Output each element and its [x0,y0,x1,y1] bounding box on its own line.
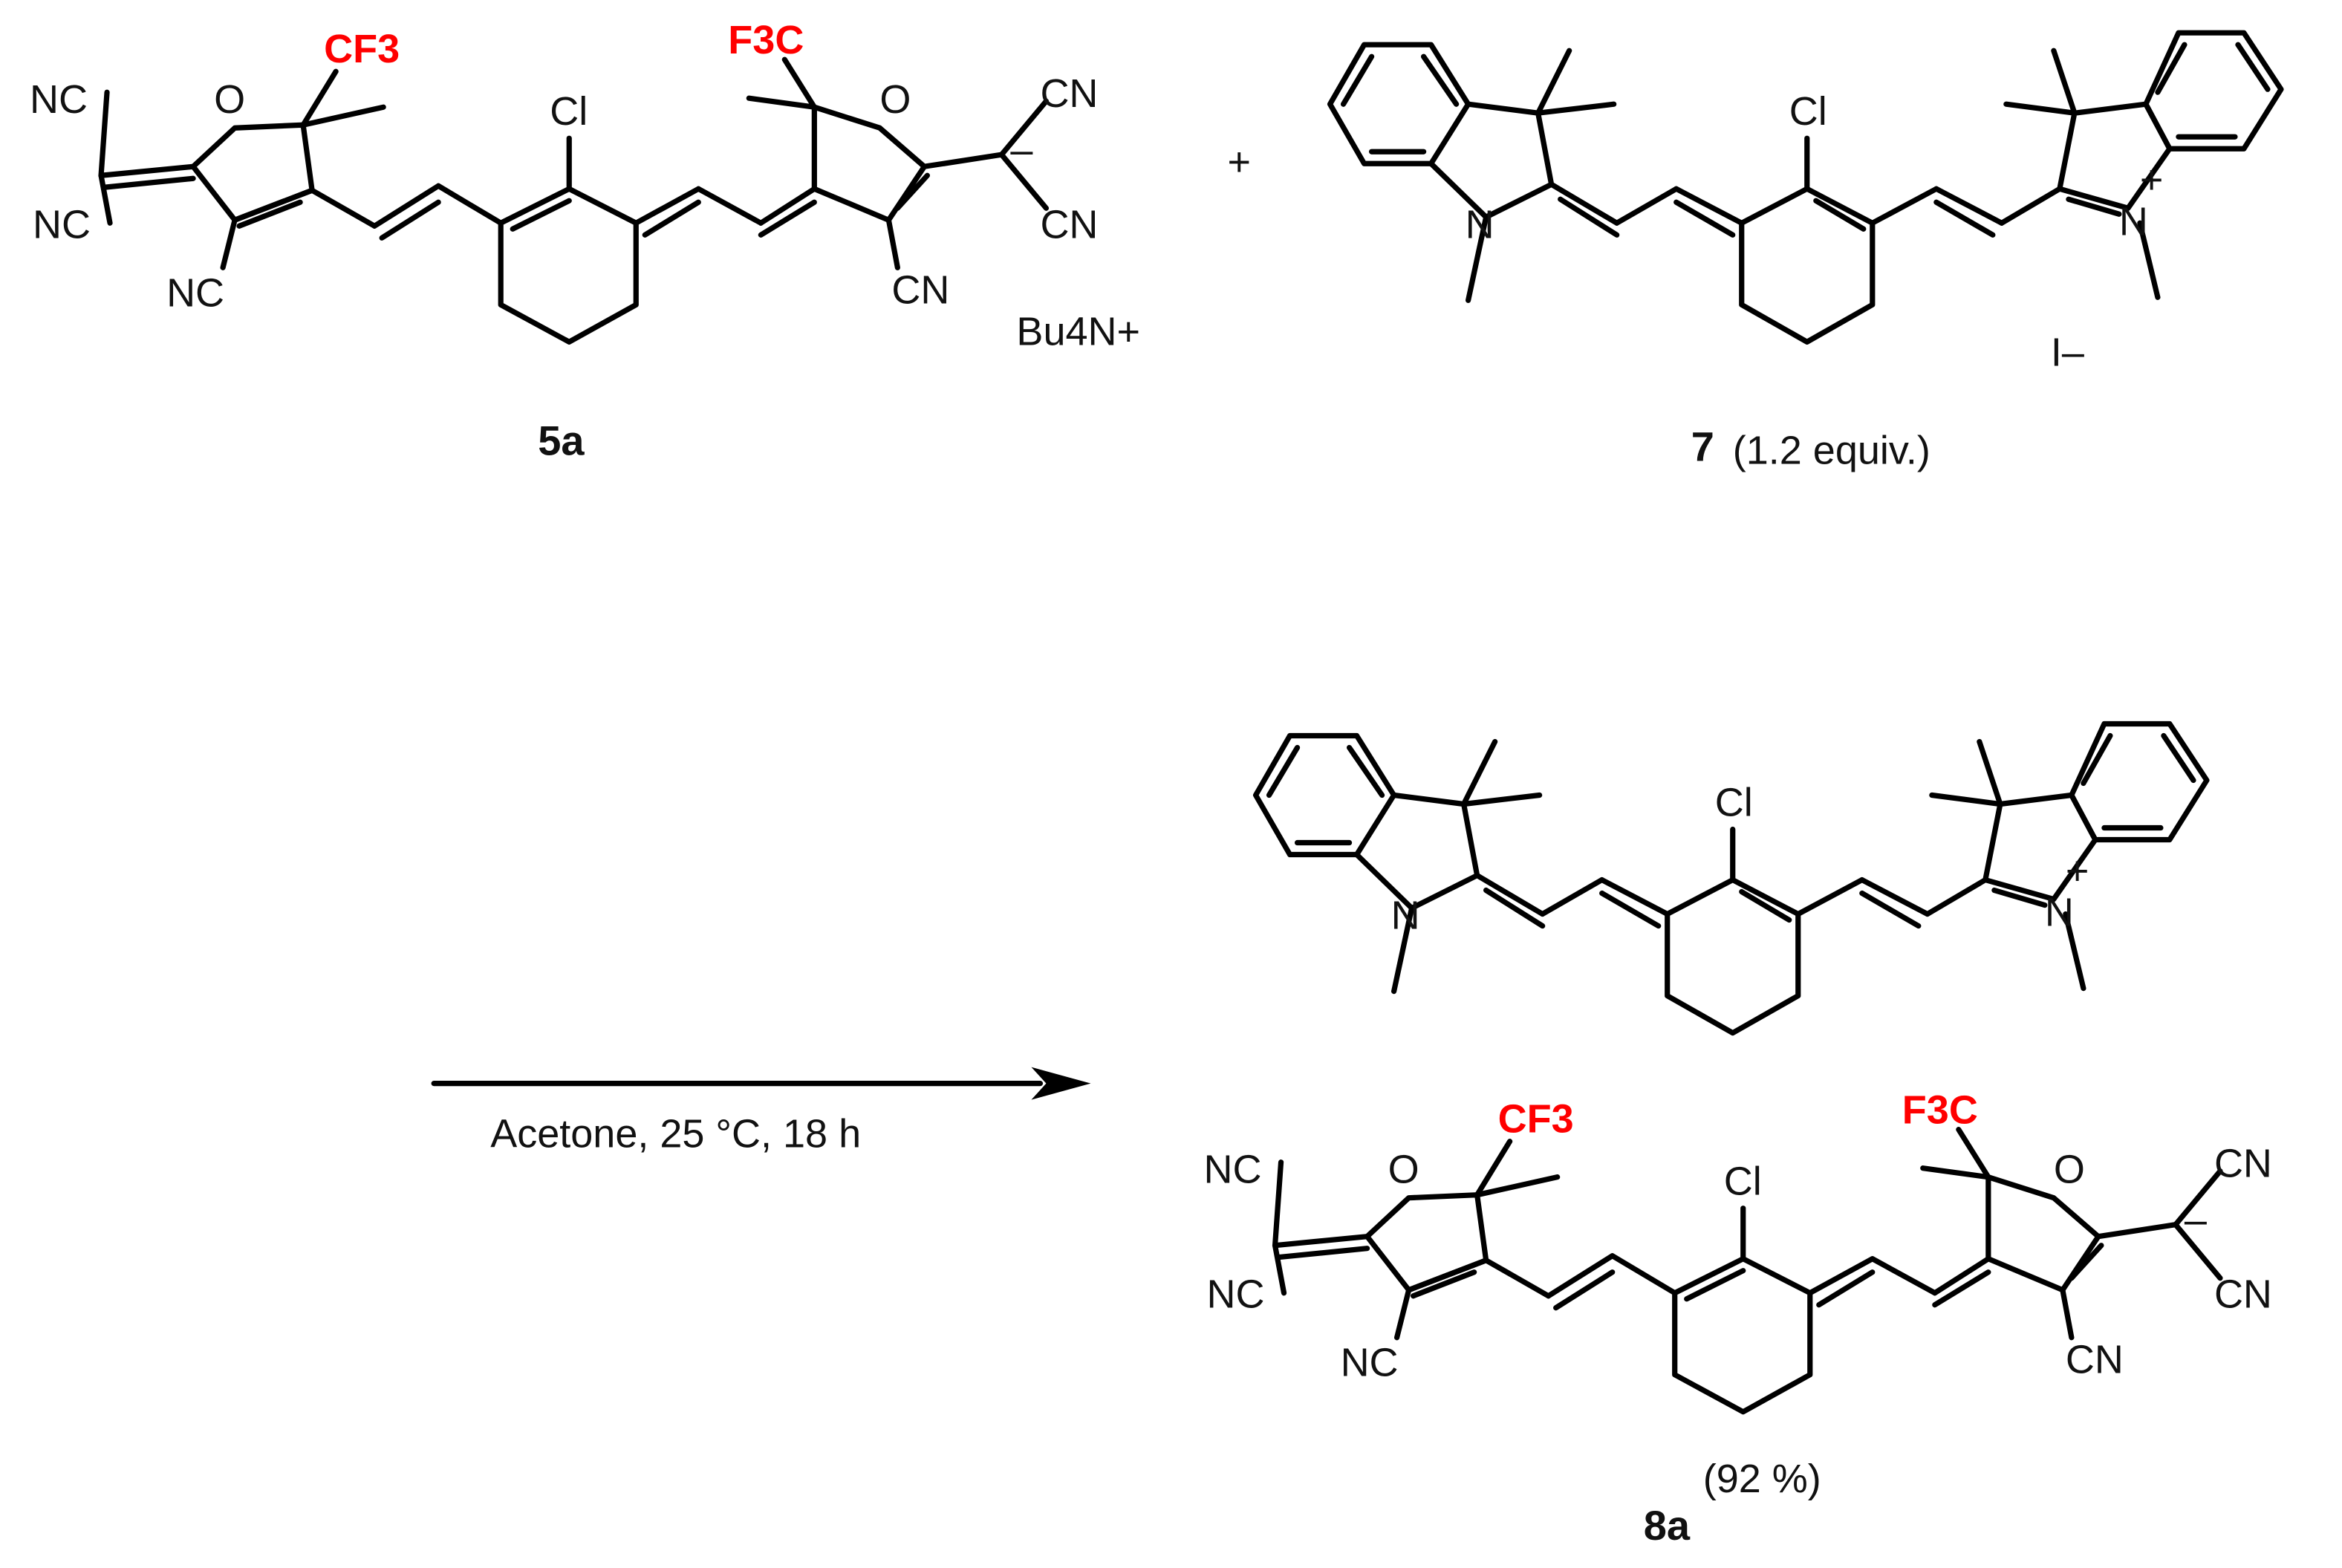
8a-anion-cl: Cl [1724,1159,1762,1204]
8a-cf3-right: F3C [1902,1088,1978,1133]
5a-o-left: O [214,77,245,122]
8a-nc3: NC [1341,1341,1399,1385]
8a-charge: – [2185,1198,2207,1243]
8a-n-left: N [1391,894,1420,938]
8a-cf3-left: CF3 [1498,1097,1574,1142]
5a-cn2: CN [1040,202,1098,247]
product-8a: N Cl N + NC NC NC O CF3 Cl F3C O CN – CN… [1204,723,2272,1549]
8a-cation-cl: Cl [1715,781,1753,825]
8a-anion: NC NC NC O CF3 Cl F3C O CN – CN CN [1204,1088,2272,1412]
8a-o-left: O [1388,1148,1419,1192]
reaction-arrow: Acetone, 25 °C, 18 h [431,1067,1091,1157]
compound-7: N Cl N + I– 7 (1.2 equiv.) [1330,33,2281,472]
7-label: 7 [1691,423,1714,469]
compound-5a: NC NC NC O CF3 Cl F3C O CN – CN CN Bu4N+… [30,18,1140,463]
5a-nc3: NC [166,270,224,315]
reaction-conditions: Acetone, 25 °C, 18 h [490,1112,861,1157]
8a-cn1: CN [2214,1142,2272,1186]
5a-cn1: CN [1040,71,1098,116]
5a-nc1: NC [30,77,88,122]
5a-o-right: O [879,77,911,122]
5a-cl: Cl [550,89,588,134]
8a-yield: (92 %) [1703,1457,1821,1501]
7-cl: Cl [1789,89,1827,134]
8a-cn3: CN [2066,1338,2124,1382]
5a-counterion: Bu4N+ [1016,309,1140,354]
5a-cf3-right: F3C [728,18,804,62]
5a-nc2: NC [33,202,91,247]
8a-o-right: O [2054,1148,2085,1192]
7-counterion: I– [2051,330,2084,374]
8a-label: 8a [1644,1502,1691,1549]
8a-cation: N Cl N + [1256,723,2207,1032]
8a-nc2: NC [1207,1272,1265,1317]
5a-cn3: CN [891,267,949,312]
5a-cf3-left: CF3 [324,27,400,71]
plus-sign: + [1228,140,1252,184]
7-equiv: (1.2 equiv.) [1733,428,1930,472]
8a-nc1: NC [1204,1148,1262,1192]
8a-cn2: CN [2214,1272,2272,1317]
5a-charge: – [1010,128,1032,172]
compound-7-bonds [1330,33,2281,342]
8a-n-charge: + [2066,849,2089,894]
5a-label: 5a [538,417,585,463]
7-n-left: N [1466,202,1494,247]
7-n-right: N [2119,199,2148,244]
8a-n-right: N [2045,891,2074,935]
7-n-charge: + [2140,157,2164,202]
